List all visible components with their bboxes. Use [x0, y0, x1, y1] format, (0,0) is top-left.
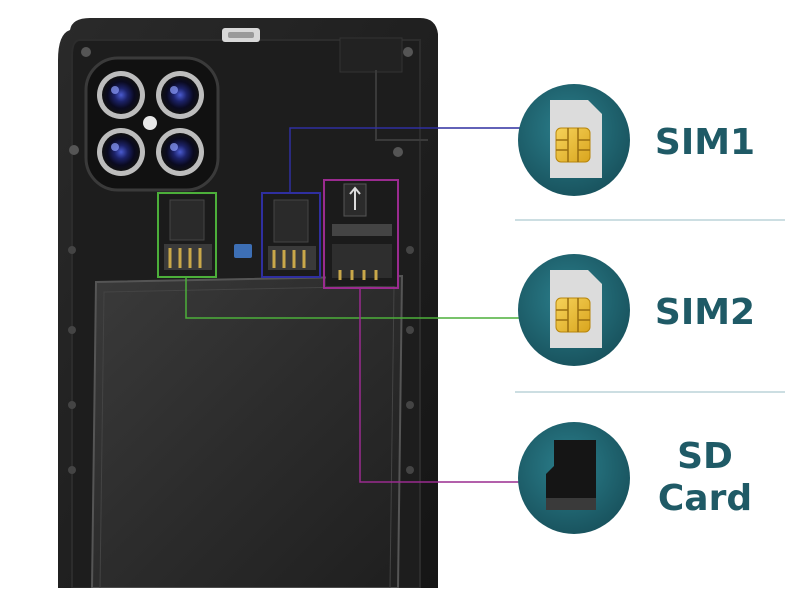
- sd-label-line2: Card: [657, 478, 753, 519]
- sd-icon-circle: [518, 422, 630, 534]
- sim1-label: SIM1: [654, 122, 756, 163]
- sim-card-icon: [550, 270, 602, 348]
- camera-module: [84, 56, 220, 192]
- sim1-slot: [261, 192, 321, 278]
- sim2-marker-box: [157, 192, 217, 278]
- sim2-icon-circle: [518, 254, 630, 366]
- sd-label-line1: SD: [677, 436, 733, 477]
- sim1-leader-line: [289, 127, 520, 193]
- sd-card-icon: [546, 440, 596, 510]
- sim2-slot: [157, 192, 217, 278]
- sim2-label: SIM2: [654, 292, 756, 333]
- sd-marker-box: [323, 179, 399, 289]
- sd-card-label: SD Card: [640, 436, 770, 520]
- sd-slot: [323, 179, 399, 289]
- sim-card-icon: [550, 100, 602, 178]
- connector: [234, 244, 252, 258]
- sim1-icon-circle: [518, 84, 630, 196]
- leader-lines: [185, 127, 520, 483]
- sim2-leader-line: [185, 277, 520, 319]
- sd-leader-line: [359, 288, 520, 483]
- sim1-marker-box: [261, 192, 321, 278]
- battery-compartment: [90, 274, 404, 589]
